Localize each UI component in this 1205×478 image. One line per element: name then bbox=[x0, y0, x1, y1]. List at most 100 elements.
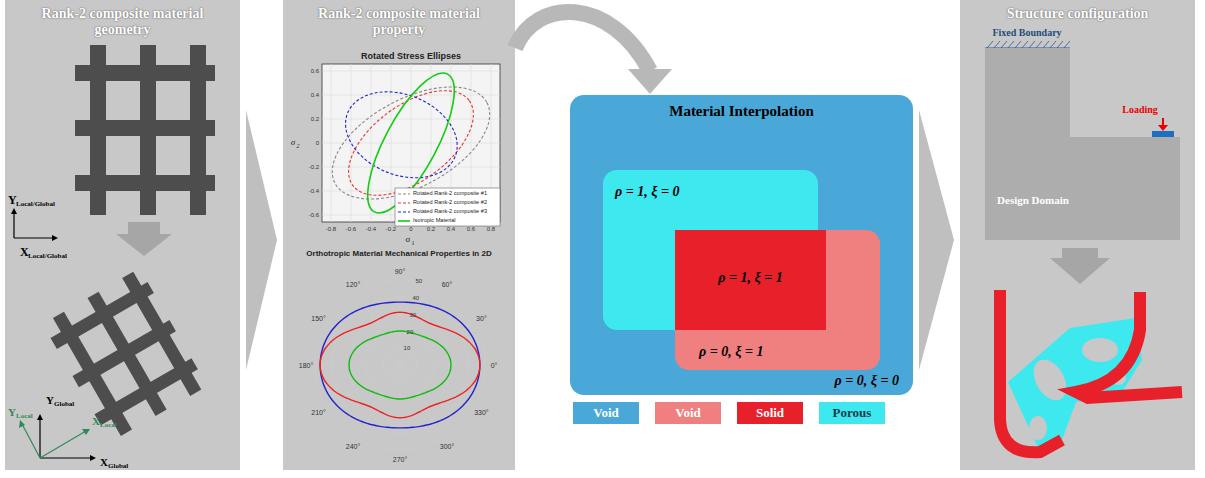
axis-label: Y bbox=[8, 407, 16, 418]
hatch bbox=[1022, 41, 1028, 48]
axis-label: Local bbox=[16, 413, 33, 420]
grid-line bbox=[322, 143, 500, 144]
axis-label: Local/Global bbox=[16, 201, 55, 208]
legend-swatch: Solid bbox=[737, 402, 803, 424]
hatch bbox=[1064, 41, 1070, 48]
chart-text: 0° bbox=[491, 362, 498, 369]
chart-text: 0.6 bbox=[311, 68, 319, 74]
chevron-arrow bbox=[246, 110, 277, 370]
chart-text: -0.6 bbox=[346, 226, 356, 232]
axis-label: X bbox=[20, 246, 29, 258]
chart-text: 2 bbox=[297, 143, 300, 149]
chart-text: 20 bbox=[407, 329, 414, 335]
chart-text: -0.6 bbox=[309, 212, 319, 218]
axis-label: Y bbox=[8, 194, 17, 206]
chart-text: 330° bbox=[474, 409, 488, 416]
chart-text: -0.8 bbox=[326, 226, 336, 232]
grid-line bbox=[322, 119, 500, 120]
axis-label: Local/Global bbox=[28, 253, 67, 260]
legend-text: Void bbox=[675, 405, 701, 421]
chart-text: 30 bbox=[410, 312, 417, 318]
polar-curve bbox=[349, 331, 451, 399]
chart-text: 150° bbox=[311, 315, 325, 322]
region-box: ρ = 1, ξ = 1 bbox=[675, 230, 826, 330]
arrow-head bbox=[628, 69, 672, 94]
annotation: Design Domain bbox=[997, 195, 1069, 206]
chart-text: 270° bbox=[393, 456, 407, 463]
polar-grid bbox=[400, 365, 474, 408]
axis-label: X bbox=[92, 416, 100, 427]
legend-swatch: Void bbox=[573, 402, 639, 424]
chart-text: 10 bbox=[404, 345, 411, 351]
chart-text: -0.4 bbox=[309, 188, 319, 194]
panel-ground bbox=[283, 0, 515, 470]
chart-text: 0.4 bbox=[311, 92, 319, 98]
chart-text: 0.8 bbox=[487, 226, 495, 232]
region-label: ρ = 0, ξ = 0 bbox=[835, 373, 899, 389]
chart-text: 1 bbox=[412, 240, 415, 246]
polar-grid bbox=[400, 365, 401, 450]
chart-text: 0.2 bbox=[427, 226, 435, 232]
polar-grid bbox=[400, 365, 485, 366]
chart-text: -0.2 bbox=[386, 226, 396, 232]
chart-text: -0.4 bbox=[366, 226, 376, 232]
chart-text: Rotated Stress Ellipses bbox=[361, 52, 461, 61]
chart-text: 0.6 bbox=[467, 226, 475, 232]
flow-arrow bbox=[515, 12, 672, 94]
annotation: Loading bbox=[1122, 105, 1158, 115]
legend-text: Void bbox=[593, 405, 619, 421]
curved-arrow-shaft bbox=[515, 12, 650, 71]
annotation: Fixed Boundary bbox=[992, 28, 1061, 38]
chart-text: 40 bbox=[412, 295, 419, 301]
panel-title: Structure configuration bbox=[960, 0, 1195, 22]
stage-panel: Rank-2 composite material geometry bbox=[5, 0, 240, 470]
chevron-arrow bbox=[919, 110, 954, 370]
chart-text: 210° bbox=[311, 409, 325, 416]
region-box: Material Interpolationρ = 0, ξ = 0ρ = 1,… bbox=[570, 95, 913, 395]
axis-label: Global bbox=[54, 401, 74, 408]
polar-grid bbox=[315, 365, 400, 366]
legend-text: Rotated Rank-2 composite #3 bbox=[413, 209, 487, 215]
stage-panel: Structure configuration bbox=[960, 0, 1195, 470]
hatch bbox=[1043, 41, 1049, 48]
chart-text: 0 bbox=[409, 226, 412, 232]
hatch bbox=[987, 41, 993, 48]
hatch bbox=[1050, 41, 1056, 48]
chart-text: 0 bbox=[316, 140, 319, 146]
chart-text: 300° bbox=[440, 443, 454, 450]
polar-grid bbox=[400, 323, 474, 366]
legend-text: Isotropic Material bbox=[413, 218, 456, 224]
polar-grid bbox=[315, 280, 485, 450]
chart-text: Orthotropic Material Mechanical Properti… bbox=[306, 250, 491, 258]
polar-curve bbox=[320, 312, 480, 417]
chart-text: 180° bbox=[299, 362, 313, 369]
hatch bbox=[1036, 41, 1042, 48]
polar-curve bbox=[320, 302, 480, 428]
legend-text: Porous bbox=[833, 405, 872, 421]
chart-text: σ bbox=[406, 235, 411, 244]
legend-text: Rotated Rank-2 composite #2 bbox=[413, 200, 487, 206]
region-label: ρ = 1, ξ = 1 bbox=[675, 270, 826, 286]
region-label: ρ = 0, ξ = 1 bbox=[699, 344, 763, 360]
hatch bbox=[1015, 41, 1021, 48]
panel-ground bbox=[960, 0, 1195, 470]
chart-text: 60° bbox=[442, 280, 453, 287]
polar-grid bbox=[326, 323, 400, 366]
flow-arrow bbox=[919, 110, 954, 370]
panel-title: Rank-2 composite material property bbox=[283, 0, 515, 38]
chart-text: 240° bbox=[346, 443, 360, 450]
polar-grid bbox=[400, 280, 401, 365]
grid-line bbox=[322, 71, 500, 72]
hatch bbox=[994, 41, 1000, 48]
chart-text: -0.2 bbox=[309, 164, 319, 170]
legend-text: Solid bbox=[756, 405, 784, 421]
hatch bbox=[1029, 41, 1035, 48]
hatch bbox=[1001, 41, 1007, 48]
chart-text: 120° bbox=[346, 280, 360, 287]
legend-text: Rotated Rank-2 composite #1 bbox=[413, 191, 487, 197]
axis-label: X bbox=[100, 457, 108, 468]
region-label: ρ = 1, ξ = 0 bbox=[615, 184, 679, 200]
chart-text: 30° bbox=[476, 315, 487, 322]
chart-text: 90° bbox=[395, 268, 406, 275]
chart-text: 0.2 bbox=[311, 116, 319, 122]
